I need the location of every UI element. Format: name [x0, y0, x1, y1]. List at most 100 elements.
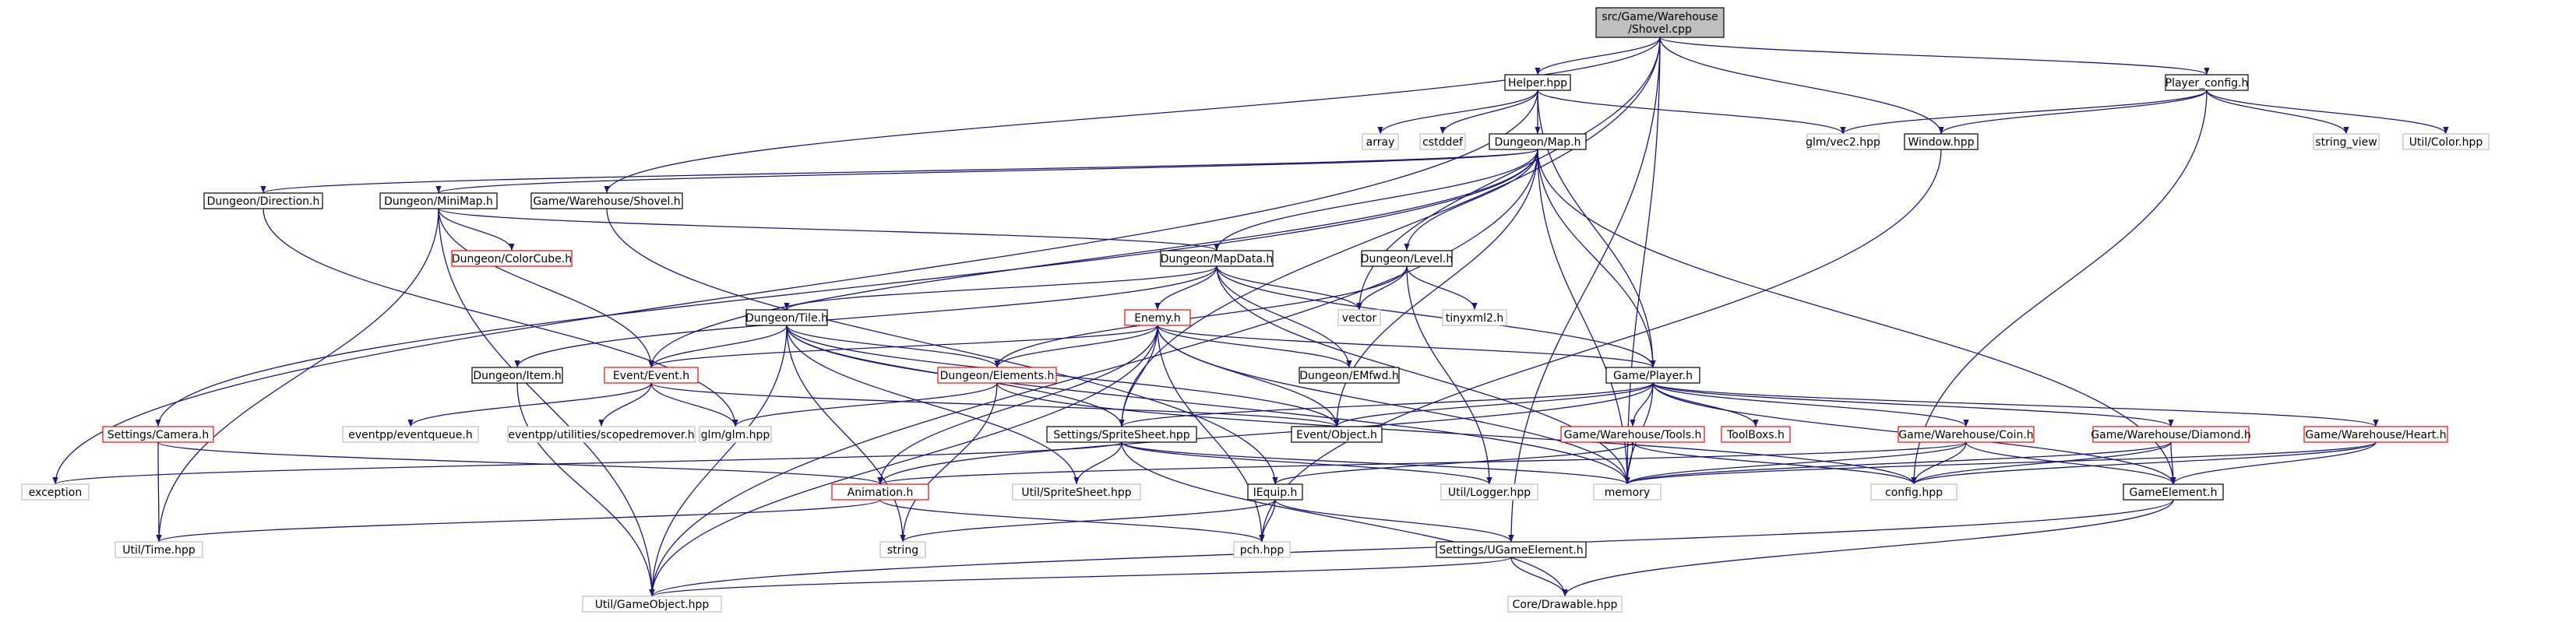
node-box: [1870, 483, 1958, 501]
node-box: [379, 192, 498, 209]
node-gw-heart[interactable]: Game/Warehouse/Heart.h: [2303, 426, 2448, 443]
edge-gw_tools-to-config: [1632, 441, 1917, 485]
node-event-event[interactable]: Event/Event.h: [604, 367, 699, 384]
node-box: [1160, 250, 1274, 267]
node-box: [507, 426, 696, 443]
node-label: eventpp/utilities/scopedremover.h: [508, 429, 694, 441]
node-label: config.hpp: [1885, 487, 1943, 499]
node-toolboxs[interactable]: ToolBoxs.h: [1721, 426, 1791, 443]
node-label: Helper.hpp: [1508, 77, 1567, 90]
node-label: Event/Event.h: [613, 370, 689, 382]
node-label: Dungeon/Tile.h: [745, 312, 828, 325]
node-helper[interactable]: Helper.hpp: [1504, 74, 1571, 91]
node-dungeon-colorcube[interactable]: Dungeon/ColorCube.h: [451, 250, 573, 267]
node-box: [1904, 133, 1979, 150]
edge-dungeon_elements-to-config: [996, 382, 1917, 485]
edge-game_element-to-core_drawable: [1562, 499, 2174, 597]
node-box: [2303, 426, 2448, 443]
node-label: Game/Warehouse/Diamond.h: [2091, 429, 2250, 441]
node-gw-diamond[interactable]: Game/Warehouse/Diamond.h: [2091, 426, 2251, 443]
edge-dungeon_map-to-dungeon_mapdata: [1214, 149, 1538, 251]
node-box: [1362, 133, 1399, 150]
node-dungeon-map[interactable]: Dungeon/Map.h: [1489, 133, 1587, 150]
node-dungeon-item[interactable]: Dungeon/Item.h: [471, 367, 563, 384]
edge-enemy-to-dungeon_emfwd: [1157, 325, 1352, 368]
node-dungeon-direction[interactable]: Dungeon/Direction.h: [203, 192, 323, 209]
node-label: Dungeon/Item.h: [473, 370, 561, 382]
node-settings-spritesheet[interactable]: Settings/SpriteSheet.hpp: [1046, 426, 1197, 443]
node-gw-shovel[interactable]: Game/Warehouse/Shovel.h: [530, 192, 683, 209]
node-box: [745, 309, 828, 326]
node-box: [451, 250, 573, 267]
node-label: Settings/UGameElement.h: [1439, 544, 1583, 557]
node-window[interactable]: Window.hpp: [1904, 133, 1979, 150]
node-dungeon-elements[interactable]: Dungeon/Elements.h: [937, 367, 1057, 384]
edge-player_config-to-glm_vec2: [1840, 90, 2208, 135]
node-util-spritesheet: Util/SpriteSheet.hpp: [1012, 483, 1141, 501]
edge-dungeon_minimap-to-dungeon_colorcube: [438, 208, 515, 251]
edge-dungeon_level-to-util_logger: [1406, 265, 1492, 485]
edge-dungeon_map-to-settings_camera: [155, 149, 1538, 427]
edge-enemy-to-util_gameobject: [649, 325, 1158, 597]
edge-helper-to-exception: [52, 90, 1538, 485]
edge-enemy-to-event_event: [648, 325, 1158, 368]
edge-enemy-to-dungeon_elements: [994, 325, 1158, 368]
edge-player_config-to-window: [1938, 90, 2208, 135]
node-animation[interactable]: Animation.h: [831, 483, 929, 501]
node-game-player[interactable]: Game/Player.h: [1605, 367, 1700, 384]
node-dungeon-tile[interactable]: Dungeon/Tile.h: [745, 309, 828, 326]
node-box: [1595, 7, 1725, 38]
node-event-object[interactable]: Event/Object.h: [1291, 426, 1383, 443]
node-root[interactable]: src/Game/Warehouse/Shovel.cpp: [1595, 7, 1725, 38]
node-box: [1419, 133, 1466, 150]
node-label: Game/Warehouse/Shovel.h: [533, 195, 680, 208]
node-box: [604, 367, 699, 384]
edge-gw_heart-to-config: [1911, 441, 2377, 485]
node-box: [2402, 133, 2490, 150]
node-box: [1507, 596, 1623, 613]
node-dungeon-minimap[interactable]: Dungeon/MiniMap.h: [379, 192, 498, 209]
node-box: [1436, 541, 1587, 558]
edge-dungeon_elements-to-glm_glm: [732, 382, 998, 427]
node-label: vector: [1342, 312, 1377, 325]
node-dungeon-mapdata[interactable]: Dungeon/MapData.h: [1160, 250, 1274, 267]
node-box: [1361, 250, 1453, 267]
node-label: pch.hpp: [1240, 544, 1284, 557]
edge-settings_spritesheet-to-util_logger: [1121, 441, 1492, 485]
edge-dungeon_level-to-tinyxml2: [1406, 265, 1478, 311]
node-box: [1291, 426, 1383, 443]
edge-settings_camera-to-animation: [157, 441, 883, 485]
node-label: Animation.h: [848, 487, 914, 499]
node-gw-coin[interactable]: Game/Warehouse/Coin.h: [1898, 426, 2035, 443]
node-box: [2165, 74, 2249, 91]
edge-gw_heart-to-memory: [1624, 441, 2377, 485]
edge-gw_coin-to-memory: [1624, 441, 1967, 485]
node-settings-ugameelement[interactable]: Settings/UGameElement.h: [1436, 541, 1587, 558]
node-gw-tools[interactable]: Game/Warehouse/Tools.h: [1560, 426, 1705, 443]
node-enemy[interactable]: Enemy.h: [1124, 309, 1191, 326]
node-label: Settings/Camera.h: [107, 429, 209, 441]
node-label: Util/Color.hpp: [2409, 136, 2483, 149]
edge-dungeon_minimap-to-dungeon_mapdata: [438, 208, 1220, 251]
node-label: string: [887, 544, 918, 557]
node-settings-camera[interactable]: Settings/Camera.h: [102, 426, 214, 443]
edge-iequip-to-pch: [1259, 499, 1276, 543]
edge-dungeon_mapdata-to-memory: [1216, 265, 1630, 485]
node-string-view: string_view: [2313, 133, 2380, 150]
edge-game_player-to-event_object: [1334, 382, 1654, 427]
node-iequip[interactable]: IEquip.h: [1247, 483, 1303, 501]
node-dungeon-emfwd[interactable]: Dungeon/EMfwd.h: [1299, 367, 1400, 384]
node-player-config[interactable]: Player_config.h: [2165, 74, 2249, 91]
edge-dungeon_tile-to-util_spritesheet: [786, 325, 1080, 485]
edge-settings_spritesheet-to-memory: [1121, 441, 1630, 485]
node-box: [1247, 483, 1303, 501]
node-dungeon-level[interactable]: Dungeon/Level.h: [1361, 250, 1453, 267]
edge-event_event-to-glm_glm: [650, 382, 738, 427]
edge-iequip-to-string: [900, 499, 1276, 543]
edge-root-to-memory: [1624, 37, 1661, 485]
node-box: [879, 541, 926, 558]
node-label: Player_config.h: [2165, 77, 2249, 90]
node-game-element[interactable]: GameElement.h: [2123, 483, 2224, 501]
edge-event_event-to-eventpp_queue: [407, 382, 652, 427]
node-eventpp-queue: eventpp/eventqueue.h: [342, 426, 479, 443]
